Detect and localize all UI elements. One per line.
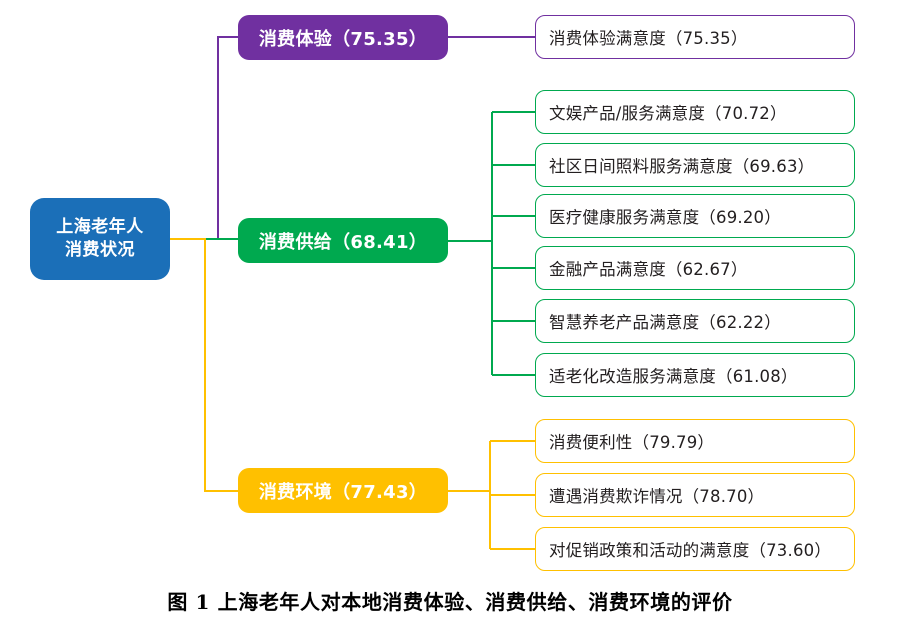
root-node-label-line2: 消费状况 (65, 240, 135, 260)
root-node[interactable]: 上海老年人 消费状况 (30, 198, 170, 280)
leaf-node-supply-2-label: 社区日间照料服务满意度（69.63） (549, 157, 815, 176)
branch-node-consumption-supply[interactable]: 消费供给（68.41） (238, 218, 448, 263)
leaf-node-supply-5-label: 智慧养老产品满意度（62.22） (549, 313, 781, 332)
leaf-node-supply-4[interactable]: 金融产品满意度（62.67） (535, 246, 855, 290)
figure-caption: 图 1 上海老年人对本地消费体验、消费供给、消费环境的评价 (167, 590, 733, 614)
leaf-node-environment-1-label: 消费便利性（79.79） (549, 433, 715, 452)
leaf-node-experience-1[interactable]: 消费体验满意度（75.35） (535, 15, 855, 59)
branch-node-consumption-experience-label: 消费体验（75.35） (258, 28, 428, 50)
leaf-node-supply-2[interactable]: 社区日间照料服务满意度（69.63） (535, 143, 855, 187)
leaf-node-environment-3[interactable]: 对促销政策和活动的满意度（73.60） (535, 527, 855, 571)
leaf-node-environment-3-label: 对促销政策和活动的满意度（73.60） (549, 541, 832, 560)
leaf-node-supply-6[interactable]: 适老化改造服务满意度（61.08） (535, 353, 855, 397)
leaf-node-environment-2[interactable]: 遭遇消费欺诈情况（78.70） (535, 473, 855, 517)
leaf-node-supply-3[interactable]: 医疗健康服务满意度（69.20） (535, 194, 855, 238)
branch-node-consumption-environment-label: 消费环境（77.43） (258, 481, 428, 503)
leaf-node-supply-3-label: 医疗健康服务满意度（69.20） (549, 208, 781, 227)
root-node-label-line1: 上海老年人 (56, 217, 144, 238)
leaf-node-supply-1-label: 文娱产品/服务满意度（70.72） (549, 104, 787, 123)
leaf-node-supply-4-label: 金融产品满意度（62.67） (549, 260, 748, 279)
leaf-node-supply-6-label: 适老化改造服务满意度（61.08） (549, 367, 798, 386)
leaf-node-supply-5[interactable]: 智慧养老产品满意度（62.22） (535, 299, 855, 343)
root-node-label: 上海老年人 消费状况 (56, 216, 144, 262)
leaf-node-environment-1[interactable]: 消费便利性（79.79） (535, 419, 855, 463)
branch-node-consumption-supply-label: 消费供给（68.41） (258, 231, 428, 253)
leaf-node-environment-2-label: 遭遇消费欺诈情况（78.70） (549, 487, 765, 506)
leaf-node-experience-1-label: 消费体验满意度（75.35） (549, 29, 748, 48)
leaf-node-supply-1[interactable]: 文娱产品/服务满意度（70.72） (535, 90, 855, 134)
branch-node-consumption-experience[interactable]: 消费体验（75.35） (238, 15, 448, 60)
branch-node-consumption-environment[interactable]: 消费环境（77.43） (238, 468, 448, 513)
